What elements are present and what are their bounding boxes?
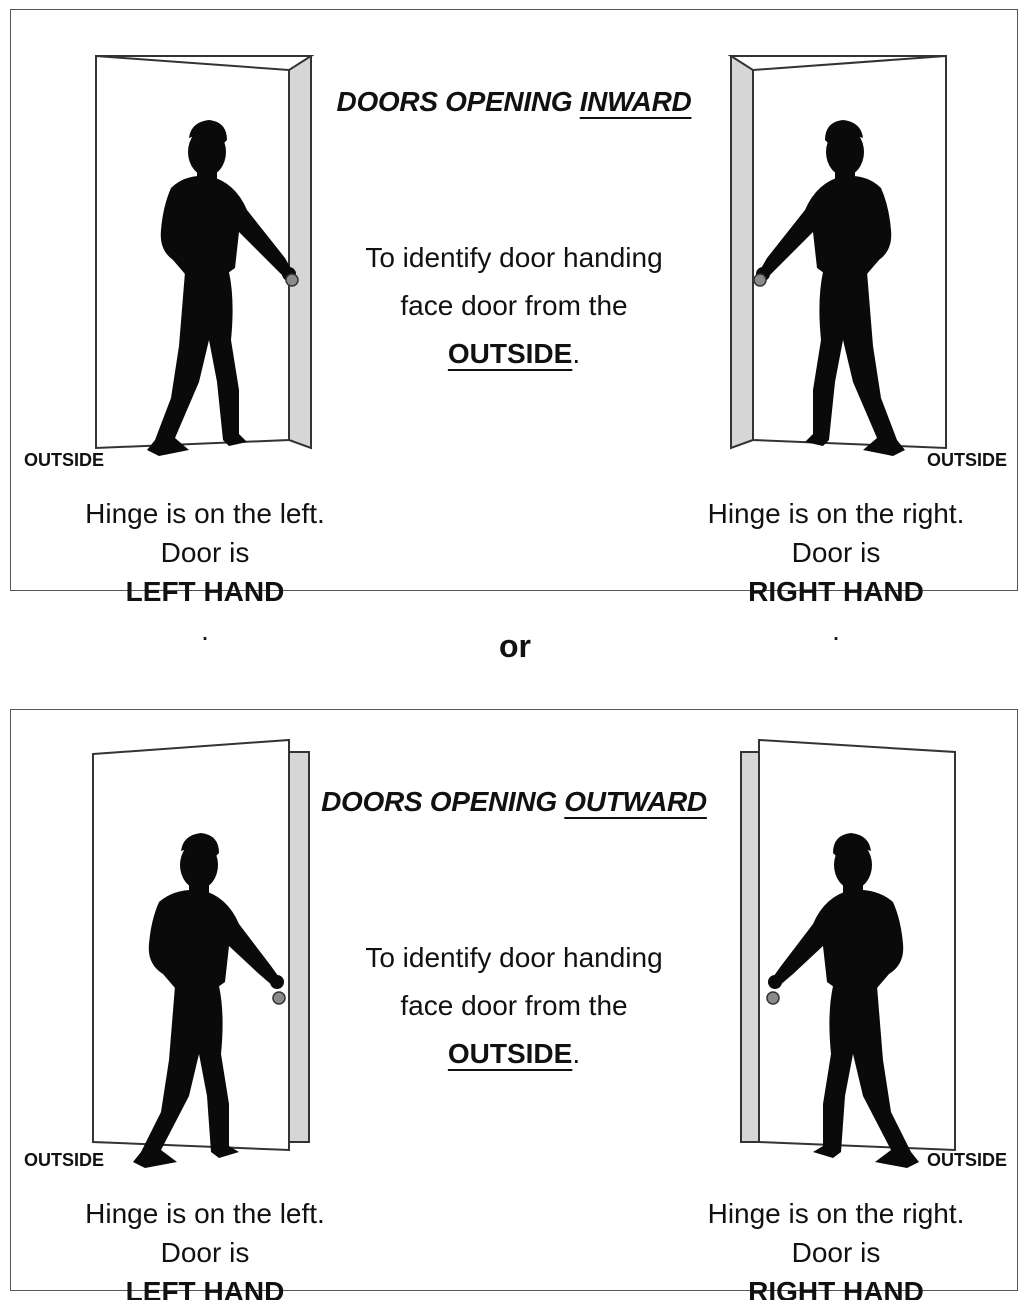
instruction-line-1: To identify door handing: [365, 242, 663, 273]
inward-left-hand-illustration: [89, 10, 329, 480]
caption-prefix: Door is: [791, 537, 881, 568]
caption-prefix: Door is: [160, 1237, 250, 1268]
instruction-period: .: [572, 338, 581, 369]
instruction-period: .: [572, 1038, 581, 1069]
right-hand-caption: Hinge is on the right. Door is RIGHT HAN…: [656, 1194, 1016, 1300]
instruction-line-2: face door from the: [400, 290, 628, 321]
person-silhouette-icon: [147, 120, 296, 456]
caption-hand: RIGHT HAND: [748, 1276, 924, 1300]
inward-heading: DOORS OPENING INWARD: [11, 86, 1017, 118]
left-hand-caption: Hinge is on the left. Door is LEFT HAND.: [25, 494, 385, 650]
heading-emphasis: OUTWARD: [564, 786, 707, 817]
right-hand-caption: Hinge is on the right. Door is RIGHT HAN…: [656, 494, 1016, 650]
person-silhouette-icon: [133, 833, 284, 1168]
caption-hand: RIGHT HAND: [748, 576, 924, 607]
outside-label-left: OUTSIDE: [24, 450, 105, 470]
inward-panel: DOORS OPENING INWARD To identify door ha…: [10, 9, 1018, 646]
caption-door-line: Door is RIGHT HAND.: [656, 533, 1016, 650]
instruction-line-3: OUTSIDE.: [11, 330, 1017, 378]
caption-hinge-line: Hinge is on the right.: [707, 498, 965, 529]
heading-prefix: DOORS OPENING: [336, 86, 580, 117]
caption-door-line: Door is LEFT HAND.: [25, 1233, 385, 1300]
door-knob-icon: [766, 991, 780, 1005]
inward-instructions: To identify door handing face door from …: [11, 234, 1017, 378]
caption-hinge-line: Hinge is on the left.: [85, 498, 325, 529]
person-silhouette-icon: [756, 120, 905, 456]
outside-label-right: OUTSIDE: [926, 1150, 1007, 1170]
outward-instructions: To identify door handing face door from …: [11, 934, 1017, 1078]
outward-right-hand-illustration: [723, 710, 963, 1180]
outward-panel: DOORS OPENING OUTWARD To identify door h…: [10, 709, 1018, 1300]
instruction-line-2: face door from the: [400, 990, 628, 1021]
instruction-line-3: OUTSIDE.: [11, 1030, 1017, 1078]
outward-left-hand-illustration: [89, 710, 329, 1180]
caption-hand: LEFT HAND: [125, 576, 285, 607]
caption-period: .: [201, 615, 209, 646]
heading-prefix: DOORS OPENING: [321, 786, 565, 817]
caption-prefix: Door is: [160, 537, 250, 568]
door-knob-icon: [753, 273, 767, 287]
outside-label-right: OUTSIDE: [926, 450, 1007, 470]
instruction-outside-emphasis: OUTSIDE: [447, 1038, 573, 1069]
door-knob-icon: [272, 991, 286, 1005]
person-silhouette-icon: [768, 833, 919, 1168]
left-hand-caption: Hinge is on the left. Door is LEFT HAND.: [25, 1194, 385, 1300]
caption-hinge-line: Hinge is on the left.: [85, 1198, 325, 1229]
instruction-outside-emphasis: OUTSIDE: [447, 338, 573, 369]
caption-hand: LEFT HAND: [125, 1276, 285, 1300]
caption-hinge-line: Hinge is on the right.: [707, 1198, 965, 1229]
outward-heading: DOORS OPENING OUTWARD: [11, 786, 1017, 818]
or-separator: or: [499, 628, 531, 664]
outside-label-left: OUTSIDE: [24, 1150, 105, 1170]
inward-right-hand-illustration: [723, 10, 963, 480]
caption-prefix: Door is: [791, 1237, 881, 1268]
caption-door-line: Door is LEFT HAND.: [25, 533, 385, 650]
caption-period: .: [832, 615, 840, 646]
instruction-line-1: To identify door handing: [365, 942, 663, 973]
heading-emphasis: INWARD: [579, 86, 692, 117]
door-knob-icon: [285, 273, 299, 287]
caption-door-line: Door is RIGHT HAND.: [656, 1233, 1016, 1300]
